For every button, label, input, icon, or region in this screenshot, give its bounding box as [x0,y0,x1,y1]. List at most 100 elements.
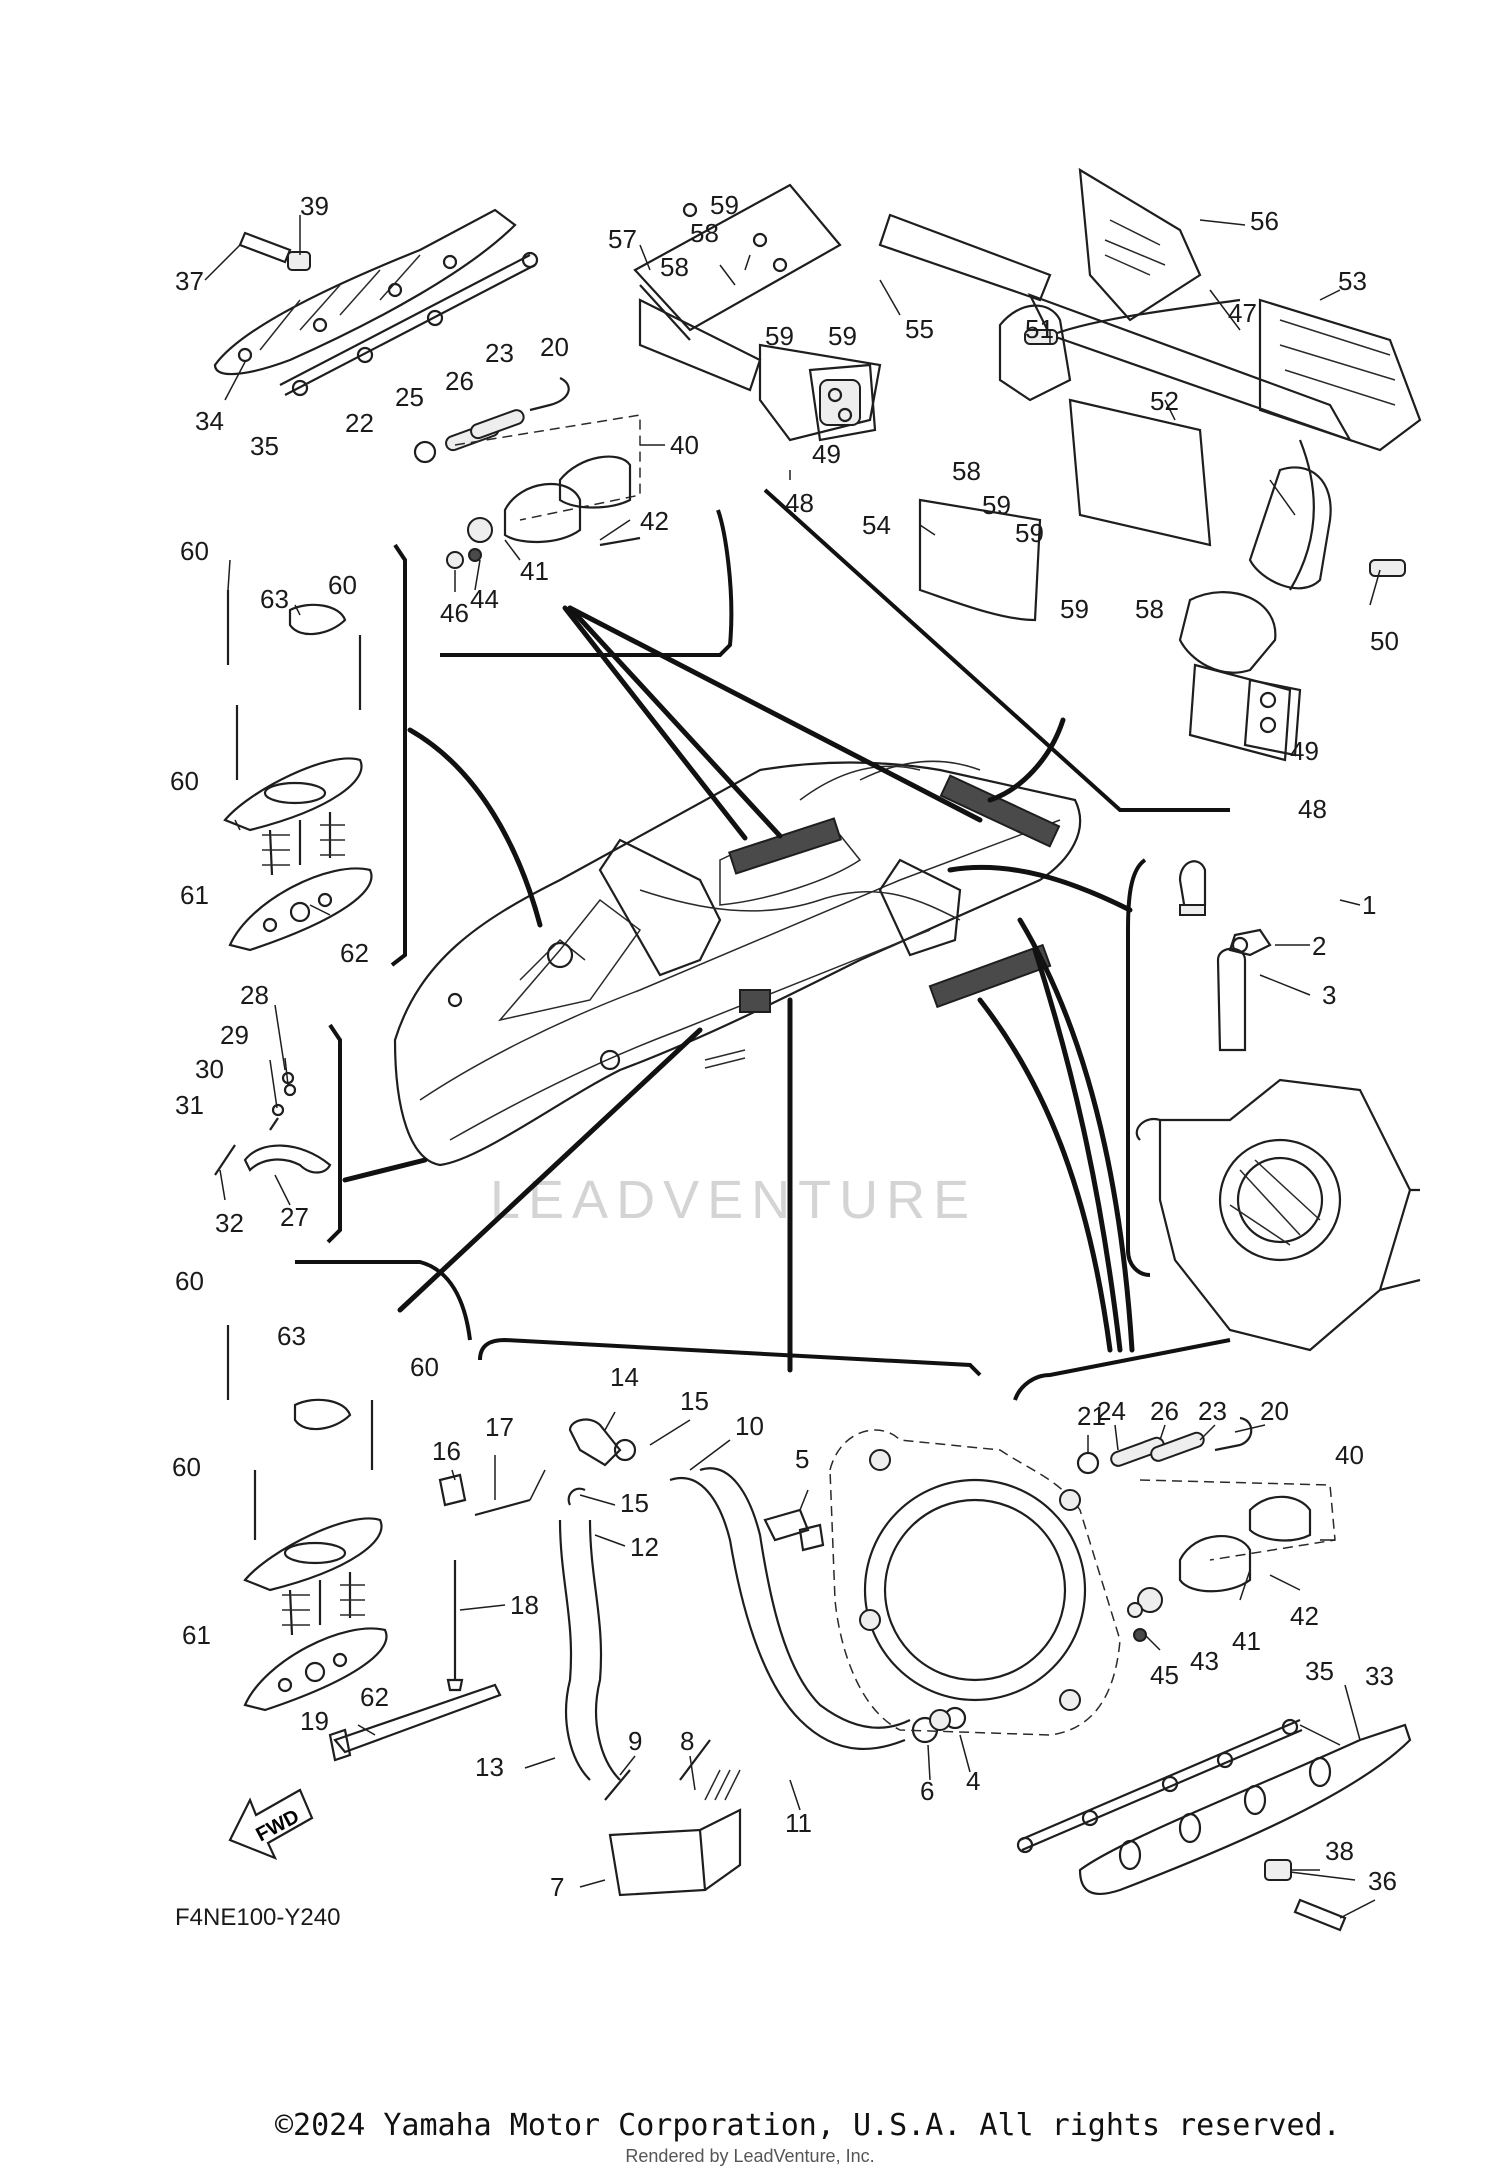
callout-51: 51 [1025,314,1054,344]
callout-24: 24 [1097,1396,1126,1426]
exhaust-assembly [633,167,1422,762]
rail-top-left [213,208,539,397]
callout-14: 14 [610,1362,639,1392]
callout-21: 21 [1077,1401,1106,1431]
callout-12: 12 [630,1532,659,1562]
callout-58b: 58 [660,252,689,282]
callout-9: 9 [628,1726,642,1756]
copyright-notice: ©2024 Yamaha Motor Corporation, U.S.A. A… [275,2108,1341,2143]
callout-45: 45 [1150,1660,1179,1690]
callout-46: 46 [440,598,469,628]
rail-lower-right [1016,1718,1412,1932]
callout-50: 50 [1370,626,1399,656]
rendered-by-credit: Rendered by LeadVenture, Inc. [625,2146,875,2166]
callout-58: 58 [690,218,719,248]
callout-13: 13 [475,1752,504,1782]
callout-20b: 20 [1260,1396,1289,1426]
clamp-assembly [214,1071,332,1176]
callout-1: 1 [1362,890,1376,920]
callout-42: 42 [640,506,669,536]
callout-19: 19 [300,1706,329,1736]
callout-23b: 23 [1198,1396,1227,1426]
pump-mounting-plate [798,1429,1121,1736]
callout-40: 40 [670,430,699,460]
callout-60b: 60 [328,570,357,600]
callout-63b: 63 [277,1321,306,1351]
callout-59e: 59 [1015,518,1044,548]
callout-59b: 59 [765,321,794,351]
callout-20: 20 [540,332,569,362]
callout-61b: 61 [182,1620,211,1650]
callout-60d: 60 [175,1266,204,1296]
callout-35: 35 [250,431,279,461]
callout-49: 49 [812,439,841,469]
callout-43: 43 [1190,1646,1219,1676]
jet-pump-housing [1135,860,1421,1352]
callout-59c: 59 [828,321,857,351]
group-brackets [295,488,1231,1401]
callout-26b: 26 [1150,1396,1179,1426]
callout-8: 8 [680,1726,694,1756]
callout-48b: 48 [1298,794,1327,824]
callout-56: 56 [1250,206,1279,236]
callout-41: 41 [520,556,549,586]
callout-15b: 15 [620,1488,649,1518]
scupper-assembly-lower [1076,1416,1336,1642]
callout-labels: 1 2 3 4 5 6 7 8 9 10 11 12 13 14 15 15 1… [170,190,1399,1902]
callout-38: 38 [1325,1836,1354,1866]
callout-60f: 60 [172,1452,201,1482]
callout-35b: 35 [1305,1656,1334,1686]
callout-2: 2 [1312,931,1326,961]
callout-3: 3 [1322,980,1336,1010]
callout-55: 55 [905,314,934,344]
callout-61: 61 [180,880,209,910]
callout-44: 44 [470,584,499,614]
callout-17: 17 [485,1412,514,1442]
callout-58d: 58 [1135,594,1164,624]
callout-5: 5 [795,1444,809,1474]
callout-47: 47 [1228,298,1257,328]
callout-60: 60 [180,536,209,566]
callout-22: 22 [345,408,374,438]
callout-60c: 60 [170,766,199,796]
callout-48: 48 [785,488,814,518]
callout-7: 7 [550,1872,564,1902]
watercraft-hull [393,760,1082,1167]
callout-4: 4 [966,1766,980,1796]
scupper-assembly-top [413,377,641,569]
callout-26: 26 [445,366,474,396]
callout-62: 62 [340,938,369,968]
callout-32: 32 [215,1208,244,1238]
callout-25: 25 [395,382,424,412]
callout-40b: 40 [1335,1440,1364,1470]
callout-59: 59 [710,190,739,220]
callout-18: 18 [510,1590,539,1620]
callout-27: 27 [280,1202,309,1232]
callout-6: 6 [920,1776,934,1806]
pointer-lines [342,605,1135,1373]
callout-58c: 58 [952,456,981,486]
callout-53: 53 [1338,266,1367,296]
callout-33: 33 [1365,1661,1394,1691]
callout-63: 63 [260,584,289,614]
callout-29: 29 [220,1020,249,1050]
callout-11: 11 [785,1808,812,1838]
callout-57: 57 [608,224,637,254]
callout-41b: 41 [1232,1626,1261,1656]
callout-37: 37 [175,266,204,296]
callout-34: 34 [195,406,224,436]
callout-59d: 59 [982,490,1011,520]
diagram-code: F4NE100-Y240 [175,1904,340,1931]
callout-36: 36 [1368,1866,1397,1896]
callout-23: 23 [485,338,514,368]
fwd-arrow-icon: FWD [228,1788,314,1861]
cleat-upper [223,590,373,952]
callout-31: 31 [175,1090,204,1120]
callout-42b: 42 [1290,1601,1319,1631]
callout-60e: 60 [410,1352,439,1382]
callout-28: 28 [240,980,269,1010]
callout-62b: 62 [360,1682,389,1712]
callout-59f: 59 [1060,594,1089,624]
watermark: LEADVENTURE [490,1170,977,1230]
